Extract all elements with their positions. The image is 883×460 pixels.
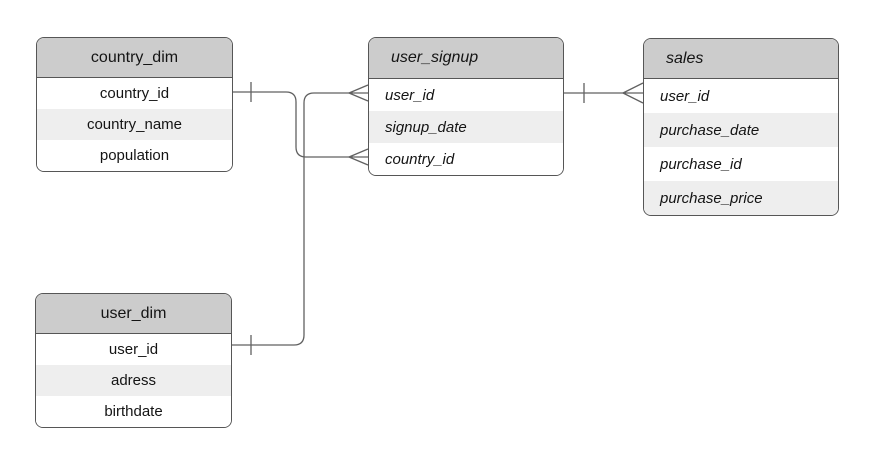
crows-foot-marker	[348, 148, 369, 166]
crows-foot-marker	[622, 82, 644, 104]
table-column: purchase_date	[644, 113, 838, 147]
table-column: user_id	[644, 79, 838, 113]
table-column: country_name	[37, 109, 232, 140]
edge-line	[232, 91, 349, 158]
table-column: purchase_id	[644, 147, 838, 181]
entity-table-user_dim: user_dim user_id adress birthdate	[35, 293, 232, 428]
table-column: country_id	[37, 78, 232, 109]
table-title: sales	[644, 39, 838, 79]
entity-table-user_signup: user_signup user_id signup_date country_…	[368, 37, 564, 176]
edge-user_dim-to-user_signup	[231, 84, 369, 355]
table-column: country_id	[369, 143, 563, 175]
table-column: purchase_price	[644, 181, 838, 215]
edge-line	[231, 92, 349, 346]
table-column: user_id	[36, 334, 231, 365]
table-column: signup_date	[369, 111, 563, 143]
table-column: population	[37, 140, 232, 171]
table-column: birthdate	[36, 396, 231, 427]
crows-foot-marker	[348, 84, 369, 102]
table-column: user_id	[369, 79, 563, 111]
table-title: user_signup	[369, 38, 563, 79]
table-column: adress	[36, 365, 231, 396]
edge-country_dim-to-user_signup	[232, 82, 369, 166]
edge-user_signup-to-sales	[563, 82, 644, 104]
entity-table-country_dim: country_dim country_id country_name popu…	[36, 37, 233, 172]
entity-table-sales: sales user_id purchase_date purchase_id …	[643, 38, 839, 216]
table-title: user_dim	[36, 294, 231, 334]
table-title: country_dim	[37, 38, 232, 78]
